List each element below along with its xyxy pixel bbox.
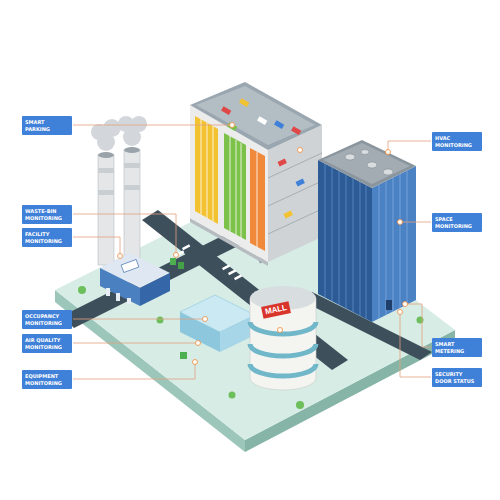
label-text: AIR QUALITY MONITORING [25,337,69,350]
label-box: SECURITY DOOR STATUS [432,368,482,387]
label-box: FACILITY MONITORING [22,228,72,247]
label-text: SECURITY DOOR STATUS [435,371,479,384]
label-text: SMART METERING [435,341,479,354]
label-box: WASTE-BIN MONITORING [22,205,72,224]
label-text: OCCUPANCY MONITORING [25,313,69,326]
waste-bins [170,258,187,359]
crosswalk [176,244,242,280]
label-box: SPACE MONITORING [432,213,482,232]
mall-sign: MALL [261,301,291,319]
label-text: WASTE-BIN MONITORING [25,208,69,221]
leader-lines [73,125,431,379]
label-box: HVAC MONITORING [432,132,482,151]
label-box: OCCUPANCY MONITORING [22,310,72,329]
factory [100,253,170,306]
chimneys [91,116,147,265]
label-box: SMART PARKING [22,116,72,135]
label-text: FACILITY MONITORING [25,231,69,244]
glass-atrium [180,295,255,352]
label-box: AIR QUALITY MONITORING [22,334,72,353]
label-text: HVAC MONITORING [435,135,479,148]
mall-building [250,286,316,390]
parking-garage [190,82,322,266]
label-text: EQUIPMENT MONITORING [25,373,69,386]
label-box: EQUIPMENT MONITORING [22,370,72,389]
label-text: SPACE MONITORING [435,216,479,229]
label-text: SMART PARKING [25,119,69,132]
office-tower [318,140,416,322]
sensor-icons [118,123,408,365]
label-box: SMART METERING [432,338,482,357]
